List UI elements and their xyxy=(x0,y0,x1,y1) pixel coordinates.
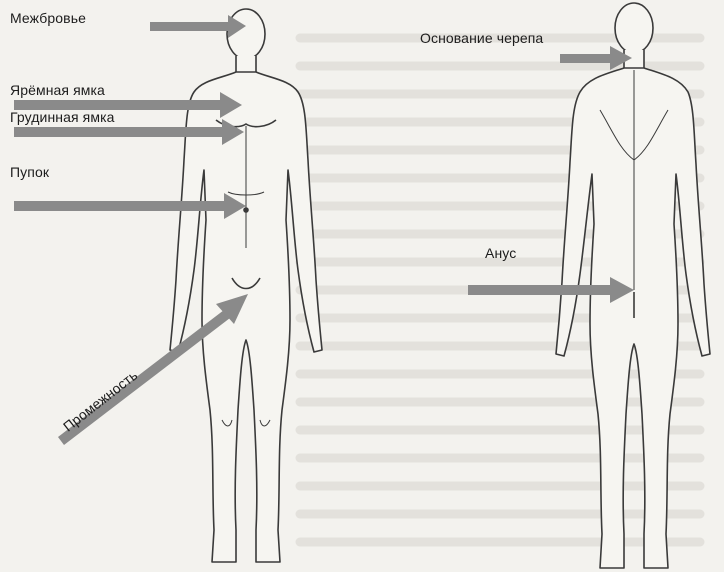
arrow-glabella xyxy=(150,15,246,38)
label-anus: Анус xyxy=(485,245,516,261)
pointer-arrows xyxy=(14,15,634,445)
label-jugular-notch: Ярёмная ямка xyxy=(10,82,105,98)
label-navel: Пупок xyxy=(10,164,49,180)
arrow-skull-base xyxy=(560,46,632,70)
label-skull-base: Основание черепа xyxy=(420,30,543,46)
front-body-figure xyxy=(170,9,322,562)
label-glabella: Межбровье xyxy=(10,10,86,26)
label-sternal-notch: Грудинная ямка xyxy=(10,109,115,125)
